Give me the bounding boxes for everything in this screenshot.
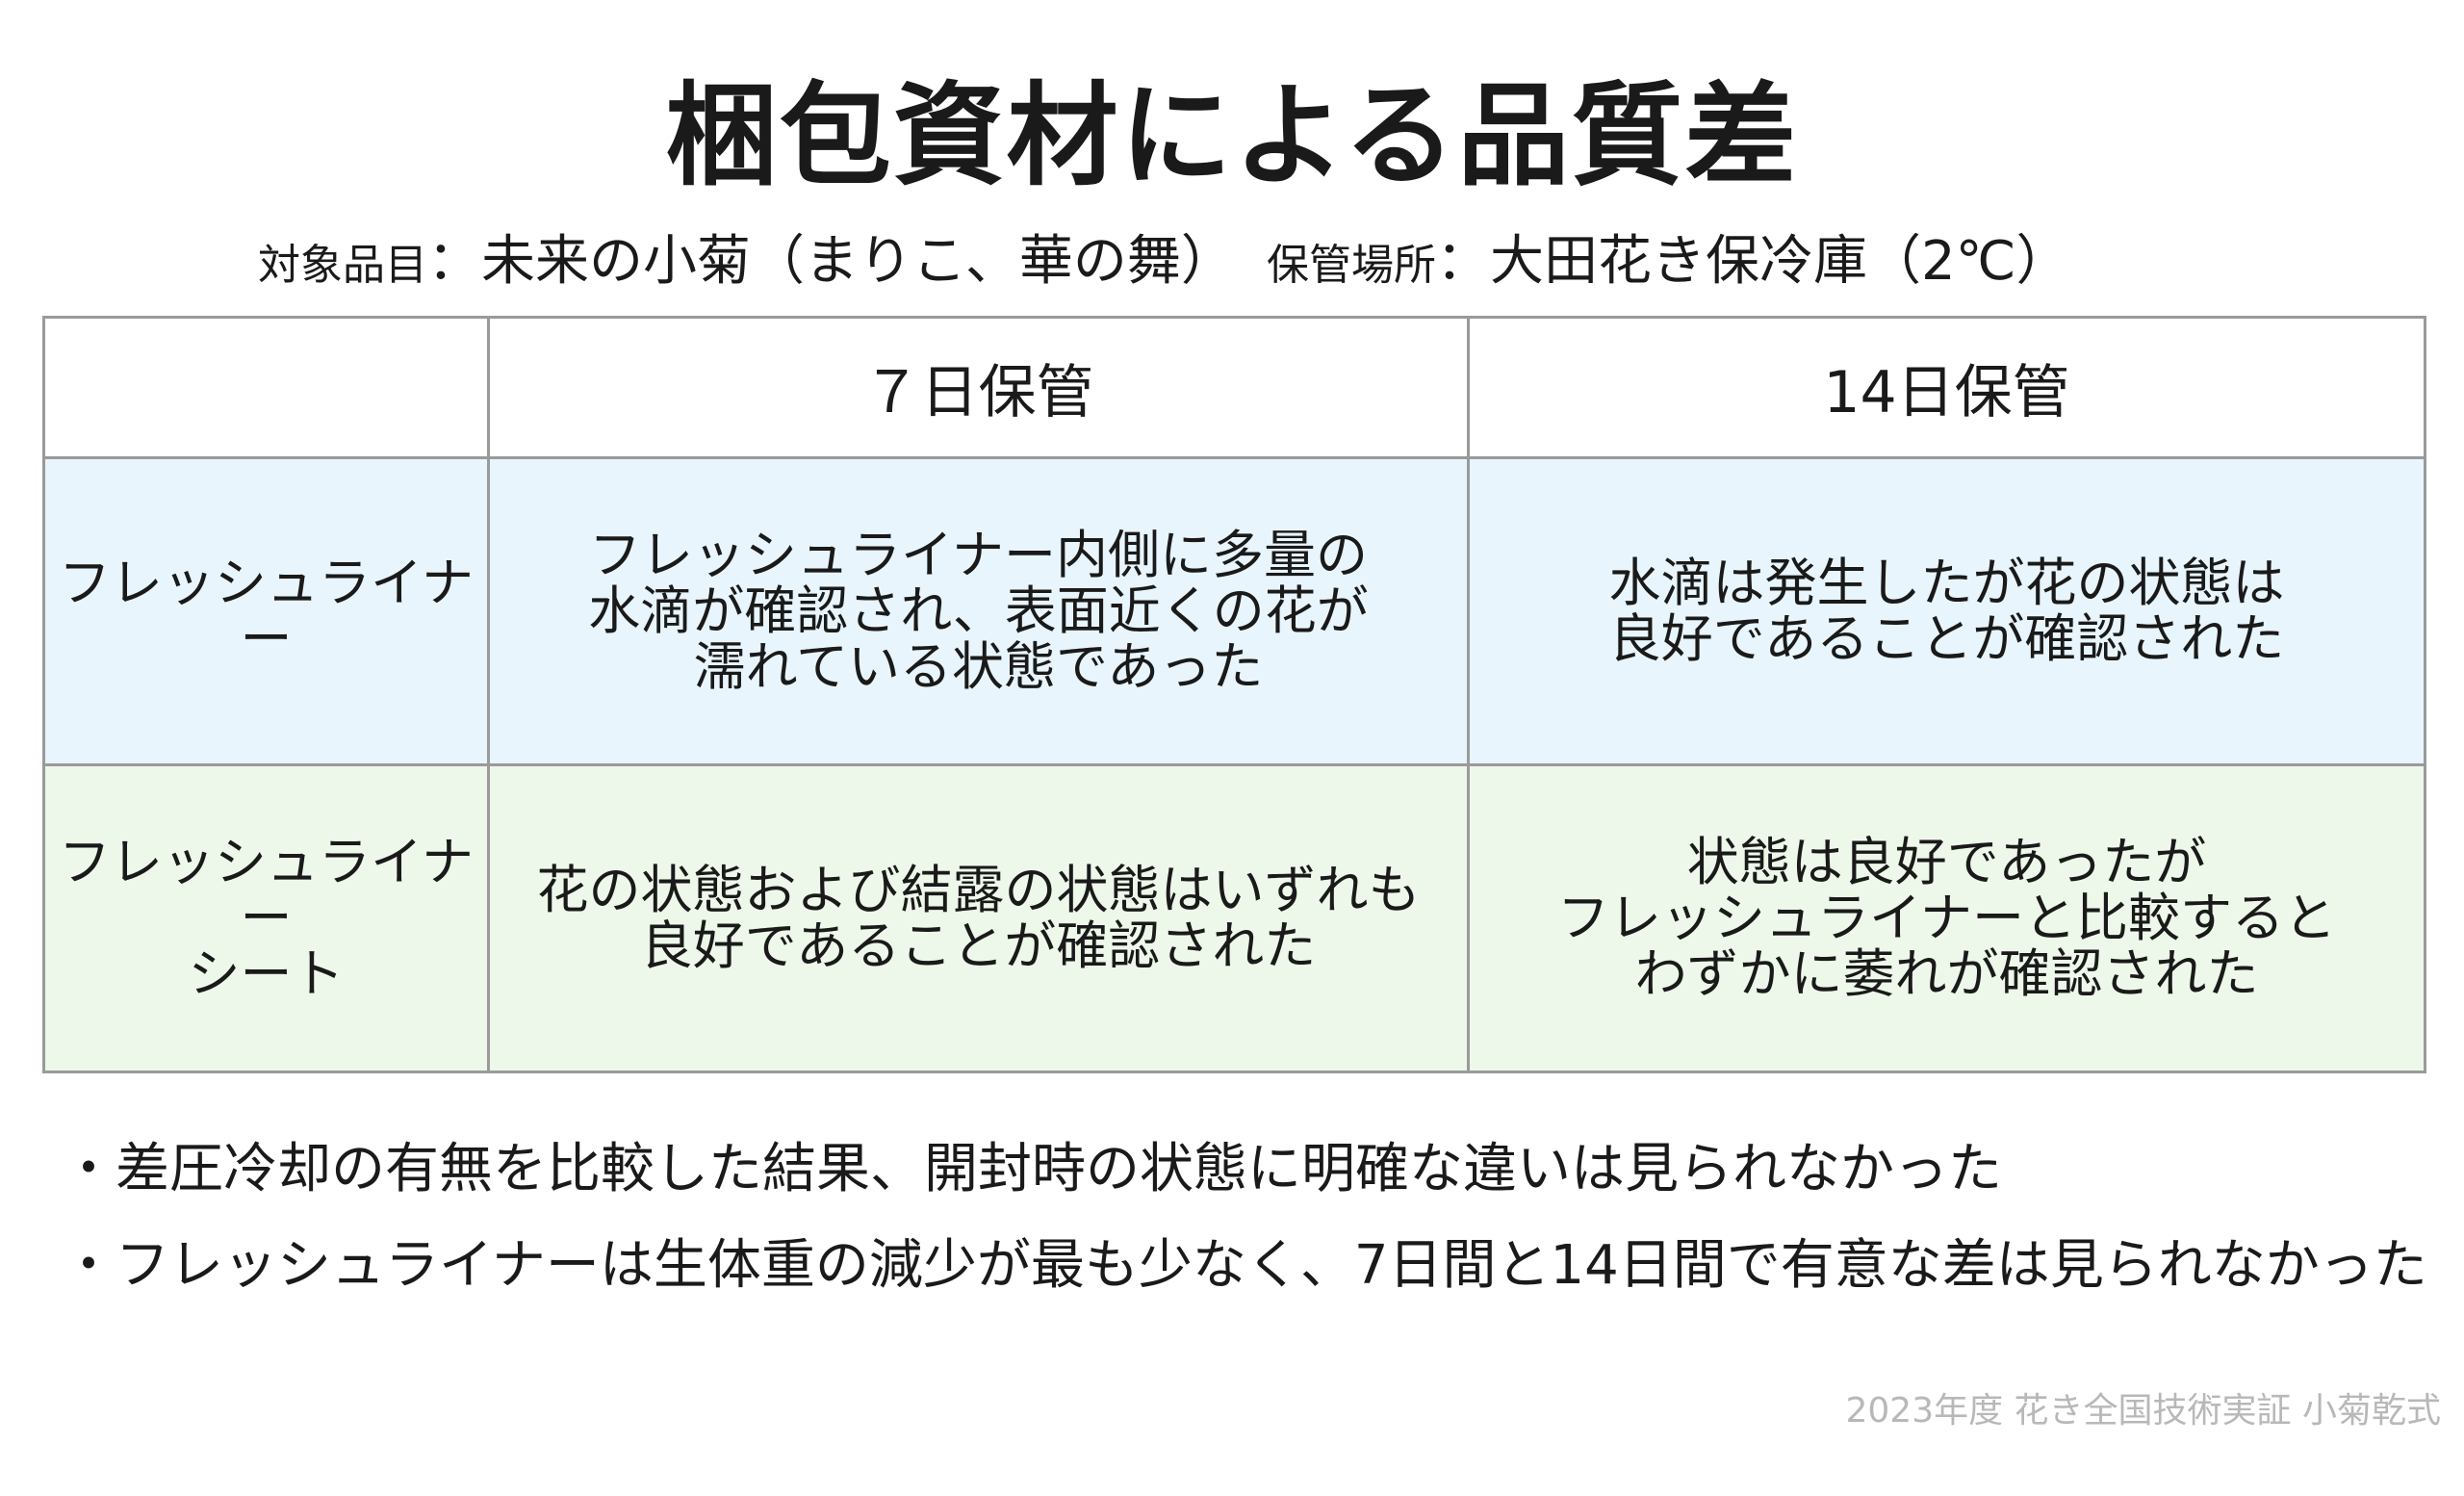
table-header-row: ７日保管 14日保管 bbox=[42, 316, 2426, 459]
cell-fresh-liner-14-day: 水滴は発生したが花の状態は 良好であることが確認された bbox=[1467, 456, 2426, 766]
row-label-fresh-liner: フレッシュライナー bbox=[42, 456, 490, 766]
storage-location: 保管場所：大田花き保冷庫（2℃） bbox=[1267, 223, 2070, 304]
header-corner bbox=[42, 316, 490, 459]
table-row: フレッシュライナー フレッシュライナー内側に多量の 水滴が確認され、表面近くの花… bbox=[42, 456, 2426, 766]
notes-list: ・差圧冷却の有無を比較した結果、開封時の状態に明確な違いは見られなかった ・フレ… bbox=[62, 1136, 2429, 1328]
target-item-value: ：未来の小菊（まりこ、華の舞） bbox=[427, 230, 1235, 293]
row-label-fresh-liner-sheet: フレッシュライナー シート bbox=[42, 763, 490, 1073]
note-item: ・差圧冷却の有無を比較した結果、開封時の状態に明確な違いは見られなかった bbox=[62, 1138, 2002, 1200]
cell-fresh-liner-7-day: フレッシュライナー内側に多量の 水滴が確認され、表面近くの花が 濡れている状態で… bbox=[487, 456, 1470, 766]
cell-fresh-liner-sheet-14-day: 状態は良好であったが フレッシュライナーと比較すると わずかに萎れが確認された bbox=[1467, 763, 2426, 1073]
note-item: ・フレッシュライナーは生体重の減少が最も少なく、7日間と14日間で有意な差は見ら… bbox=[62, 1234, 2427, 1297]
storage-location-value: ：大田花き保冷庫（2℃） bbox=[1436, 230, 2070, 293]
header-14-day: 14日保管 bbox=[1467, 316, 2426, 459]
target-item: 対象品目：未来の小菊（まりこ、華の舞） bbox=[258, 223, 1235, 304]
storage-location-label: 保管場所 bbox=[1267, 241, 1436, 290]
header-7-day: ７日保管 bbox=[487, 316, 1470, 459]
subtitle: 対象品目：未来の小菊（まりこ、華の舞） 保管場所：大田花き保冷庫（2℃） bbox=[0, 223, 2464, 300]
comparison-table: ７日保管 14日保管 フレッシュライナー フレッシュライナー内側に多量の 水滴が… bbox=[42, 316, 2426, 1073]
table-row: フレッシュライナー シート 花の状態および結露の状態はいずれも 良好であることが… bbox=[42, 763, 2426, 1073]
cell-fresh-liner-sheet-7-day: 花の状態および結露の状態はいずれも 良好であることが確認された bbox=[487, 763, 1470, 1073]
target-item-label: 対象品目 bbox=[258, 241, 427, 290]
footer-credit: 2023年度 花き全国技術実証 小菊乾式 bbox=[1845, 1391, 2441, 1431]
page-title: 梱包資材による品質差 bbox=[665, 71, 1799, 201]
